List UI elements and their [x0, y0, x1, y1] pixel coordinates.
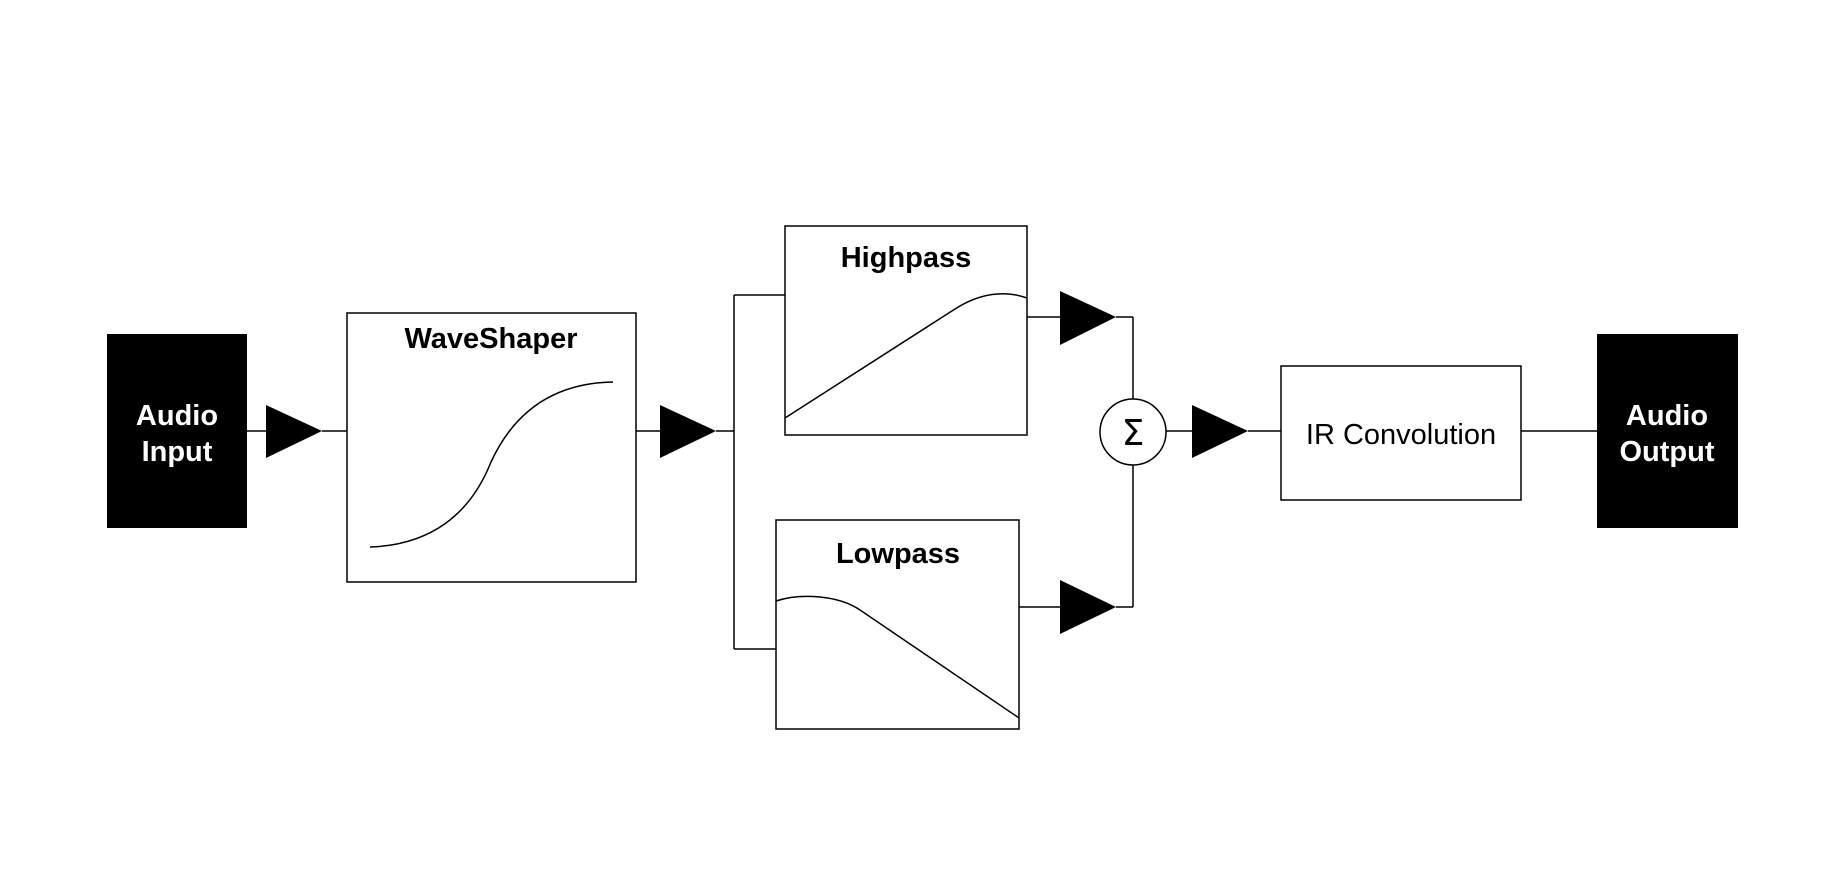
audio-input-label-line2: Input	[142, 436, 213, 468]
gain-lowpass-triangle	[1060, 580, 1116, 634]
audio-input-label-line1: Audio	[136, 400, 218, 432]
highpass-response-curve	[784, 292, 1028, 419]
summer-node: Σ	[1099, 398, 1167, 466]
waveshaper-transfer-curve	[369, 381, 614, 548]
gain-sum-triangle	[1192, 405, 1248, 458]
gain-1-triangle	[266, 405, 322, 458]
summer-sigma-label: Σ	[1122, 413, 1145, 454]
highpass-block: Highpass	[784, 225, 1028, 436]
audio-output-label-line1: Audio	[1626, 400, 1708, 432]
audio-output-block: Audio Output	[1597, 334, 1738, 528]
waveshaper-label: WaveShaper	[405, 323, 578, 355]
lowpass-response-curve	[775, 595, 1020, 719]
audio-input-block: Audio Input	[107, 334, 247, 528]
ir-convolution-label: IR Convolution	[1306, 419, 1496, 451]
lowpass-label: Lowpass	[836, 538, 960, 570]
gain-2-triangle	[660, 405, 716, 458]
waveshaper-block: WaveShaper	[346, 312, 637, 583]
gain-highpass-triangle	[1060, 291, 1116, 345]
ir-convolution-block: IR Convolution	[1280, 365, 1522, 501]
audio-output-label-line2: Output	[1619, 436, 1714, 468]
highpass-label: Highpass	[841, 242, 972, 274]
connection-wires	[247, 294, 1597, 650]
lowpass-block: Lowpass	[775, 519, 1020, 730]
